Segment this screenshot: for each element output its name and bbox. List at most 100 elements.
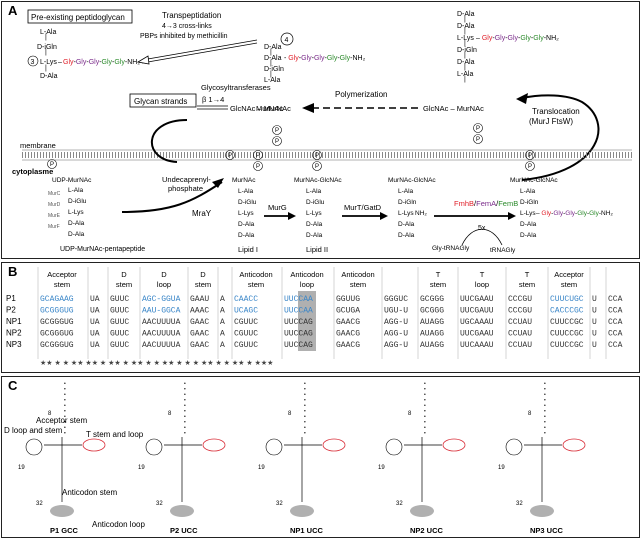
anticodon-highlight bbox=[298, 291, 316, 351]
sequence-cell: UA bbox=[90, 330, 100, 339]
svg-text:•: • bbox=[544, 381, 546, 387]
alignment-header: Acceptor bbox=[554, 270, 584, 279]
svg-text:L-Lys: L-Lys bbox=[520, 210, 536, 217]
alignment-header: T bbox=[480, 270, 485, 279]
svg-text:|: | bbox=[464, 16, 466, 23]
svg-text:4→3 cross-links: 4→3 cross-links bbox=[162, 23, 212, 30]
svg-text:5x: 5x bbox=[478, 225, 486, 232]
svg-text:L-Lys: L-Lys bbox=[238, 210, 254, 217]
alignment-header: stem bbox=[561, 280, 577, 289]
sequence-cell: AGG-U bbox=[384, 341, 408, 350]
row-name: P2 bbox=[6, 306, 16, 315]
sequence-cell: UA bbox=[90, 307, 100, 316]
anticodon-loop-shape bbox=[410, 505, 434, 517]
sequence-cell: U bbox=[592, 318, 597, 327]
membrane-bilayer bbox=[22, 149, 632, 161]
trna-alignment: AcceptorstemDstemDloopDstemAnticodonstem… bbox=[6, 267, 623, 367]
amidated-stack: MurNAc-GlcNAc L-Ala D-iGln L-Lys NH₂ D-A… bbox=[388, 177, 436, 239]
svg-text:L-Lys: L-Lys bbox=[306, 210, 322, 217]
alignment-header: loop bbox=[157, 280, 171, 289]
svg-text:D-iGln: D-iGln bbox=[398, 199, 417, 206]
svg-text:D-Ala: D-Ala bbox=[68, 231, 85, 238]
svg-text:•: • bbox=[184, 425, 186, 431]
svg-text:GlcNAc – MurNAc: GlcNAc – MurNAc bbox=[230, 104, 291, 113]
sequence-cell: GCGGGUG bbox=[40, 330, 74, 339]
sequence-cell: AACUUUUA bbox=[142, 341, 181, 350]
svg-text:•: • bbox=[304, 420, 306, 426]
svg-text:P: P bbox=[476, 137, 480, 143]
svg-text:|: | bbox=[45, 34, 47, 41]
row-name: P1 bbox=[6, 294, 16, 303]
alignment-header: T bbox=[525, 270, 530, 279]
svg-text:D-Ala: D-Ala bbox=[40, 73, 58, 80]
svg-text:•: • bbox=[544, 398, 546, 404]
sequence-cell: UUCCAG bbox=[284, 341, 313, 350]
svg-text:tRNAGly: tRNAGly bbox=[490, 247, 516, 254]
svg-text:•: • bbox=[304, 381, 306, 387]
sequence-cell: U bbox=[592, 307, 597, 316]
svg-text:P: P bbox=[315, 164, 319, 170]
sequence-cell: A bbox=[220, 318, 225, 327]
svg-text:D-Ala: D-Ala bbox=[306, 232, 323, 239]
svg-text:•: • bbox=[304, 431, 306, 437]
svg-text:MurT/GatD: MurT/GatD bbox=[344, 203, 382, 212]
svg-text:L-Ala: L-Ala bbox=[238, 188, 254, 195]
svg-text:Lipid II: Lipid II bbox=[306, 245, 328, 254]
svg-text:MurNAc: MurNAc bbox=[256, 104, 283, 113]
lipid-ii-stack: MurNAc-GlcNAc L-Ala D-iGlu L-Lys D-Ala D… bbox=[294, 177, 342, 239]
phosphate-markers: P P P P P P P P P P P P bbox=[47, 123, 535, 171]
svg-text:Acceptor stem: Acceptor stem bbox=[36, 416, 87, 425]
sequence-cell: CUUCCGC bbox=[550, 330, 584, 339]
peptidoglycan-label: Pre-existing peptidoglycan bbox=[31, 13, 125, 22]
anticodon-loop-shape bbox=[530, 505, 554, 517]
sequence-cell: GCUGA bbox=[336, 307, 360, 316]
svg-text:P: P bbox=[50, 162, 54, 168]
svg-text:PBPs inhibited by methicillin: PBPs inhibited by methicillin bbox=[140, 33, 228, 40]
svg-text:P: P bbox=[228, 153, 232, 159]
svg-text:L-Ala: L-Ala bbox=[520, 188, 536, 195]
sequence-cell: UUCCAG bbox=[284, 330, 313, 339]
alignment-header: Acceptor bbox=[47, 270, 77, 279]
svg-text:•: • bbox=[64, 398, 66, 404]
row-name: NP1 bbox=[6, 317, 22, 326]
sequence-cell: UUCGAAU bbox=[460, 295, 494, 304]
new-peptide: D-Ala | D-Ala - Gly-Gly-Gly-Gly-Gly-NH₂ … bbox=[264, 44, 366, 84]
sequence-cell: CGUUC bbox=[234, 318, 258, 327]
sequence-cell: AGG-U bbox=[384, 318, 408, 327]
svg-text:MurNAc: MurNAc bbox=[232, 177, 256, 184]
panel-c-label: C bbox=[8, 378, 18, 393]
udp-murnac-stack: UDP-MurNAc MurC MurD MurE MurF L-Ala D-i… bbox=[48, 177, 92, 238]
sequence-cell: AGG-U bbox=[384, 330, 408, 339]
position-number: 8 bbox=[288, 411, 292, 417]
position-number: 8 bbox=[168, 411, 172, 417]
svg-text:D-Ala: D-Ala bbox=[238, 221, 255, 228]
svg-text:Lipid I: Lipid I bbox=[238, 245, 258, 254]
sequence-cell: AAU-GGCA bbox=[142, 307, 181, 316]
sequence-cell: GAACG bbox=[336, 341, 360, 350]
sequence-cell: UA bbox=[90, 295, 100, 304]
sequence-cell: UUCCAA bbox=[284, 307, 313, 316]
svg-text:MraY: MraY bbox=[192, 209, 212, 218]
svg-text:•: • bbox=[184, 387, 186, 393]
svg-text:Glycan strands: Glycan strands bbox=[134, 97, 187, 106]
sequence-cell: A bbox=[220, 295, 225, 304]
svg-text:P: P bbox=[256, 164, 260, 170]
svg-text:•: • bbox=[184, 403, 186, 409]
trna-label: NP3 UCC bbox=[530, 526, 564, 535]
svg-text:•: • bbox=[544, 392, 546, 398]
svg-text:D-Ala: D-Ala bbox=[457, 23, 475, 30]
sequence-cell: CUUCUGC bbox=[550, 295, 584, 304]
svg-text:|: | bbox=[270, 49, 272, 56]
svg-text:MurNAc-GlcNAc: MurNAc-GlcNAc bbox=[388, 177, 436, 184]
svg-text:D-iGln: D-iGln bbox=[37, 44, 57, 51]
position-number: 32 bbox=[156, 501, 163, 507]
sequence-cell: GUUC bbox=[110, 341, 129, 350]
sequence-cell: CUUCCGC bbox=[550, 341, 584, 350]
svg-text:– Gly-Gly-Gly-Gly-Gly-NH₂: – Gly-Gly-Gly-Gly-Gly-NH₂ bbox=[536, 210, 613, 217]
sequence-cell: GAAC bbox=[190, 318, 209, 327]
svg-text:•: • bbox=[64, 425, 66, 431]
svg-text:•: • bbox=[544, 403, 546, 409]
svg-text:•: • bbox=[424, 409, 426, 415]
